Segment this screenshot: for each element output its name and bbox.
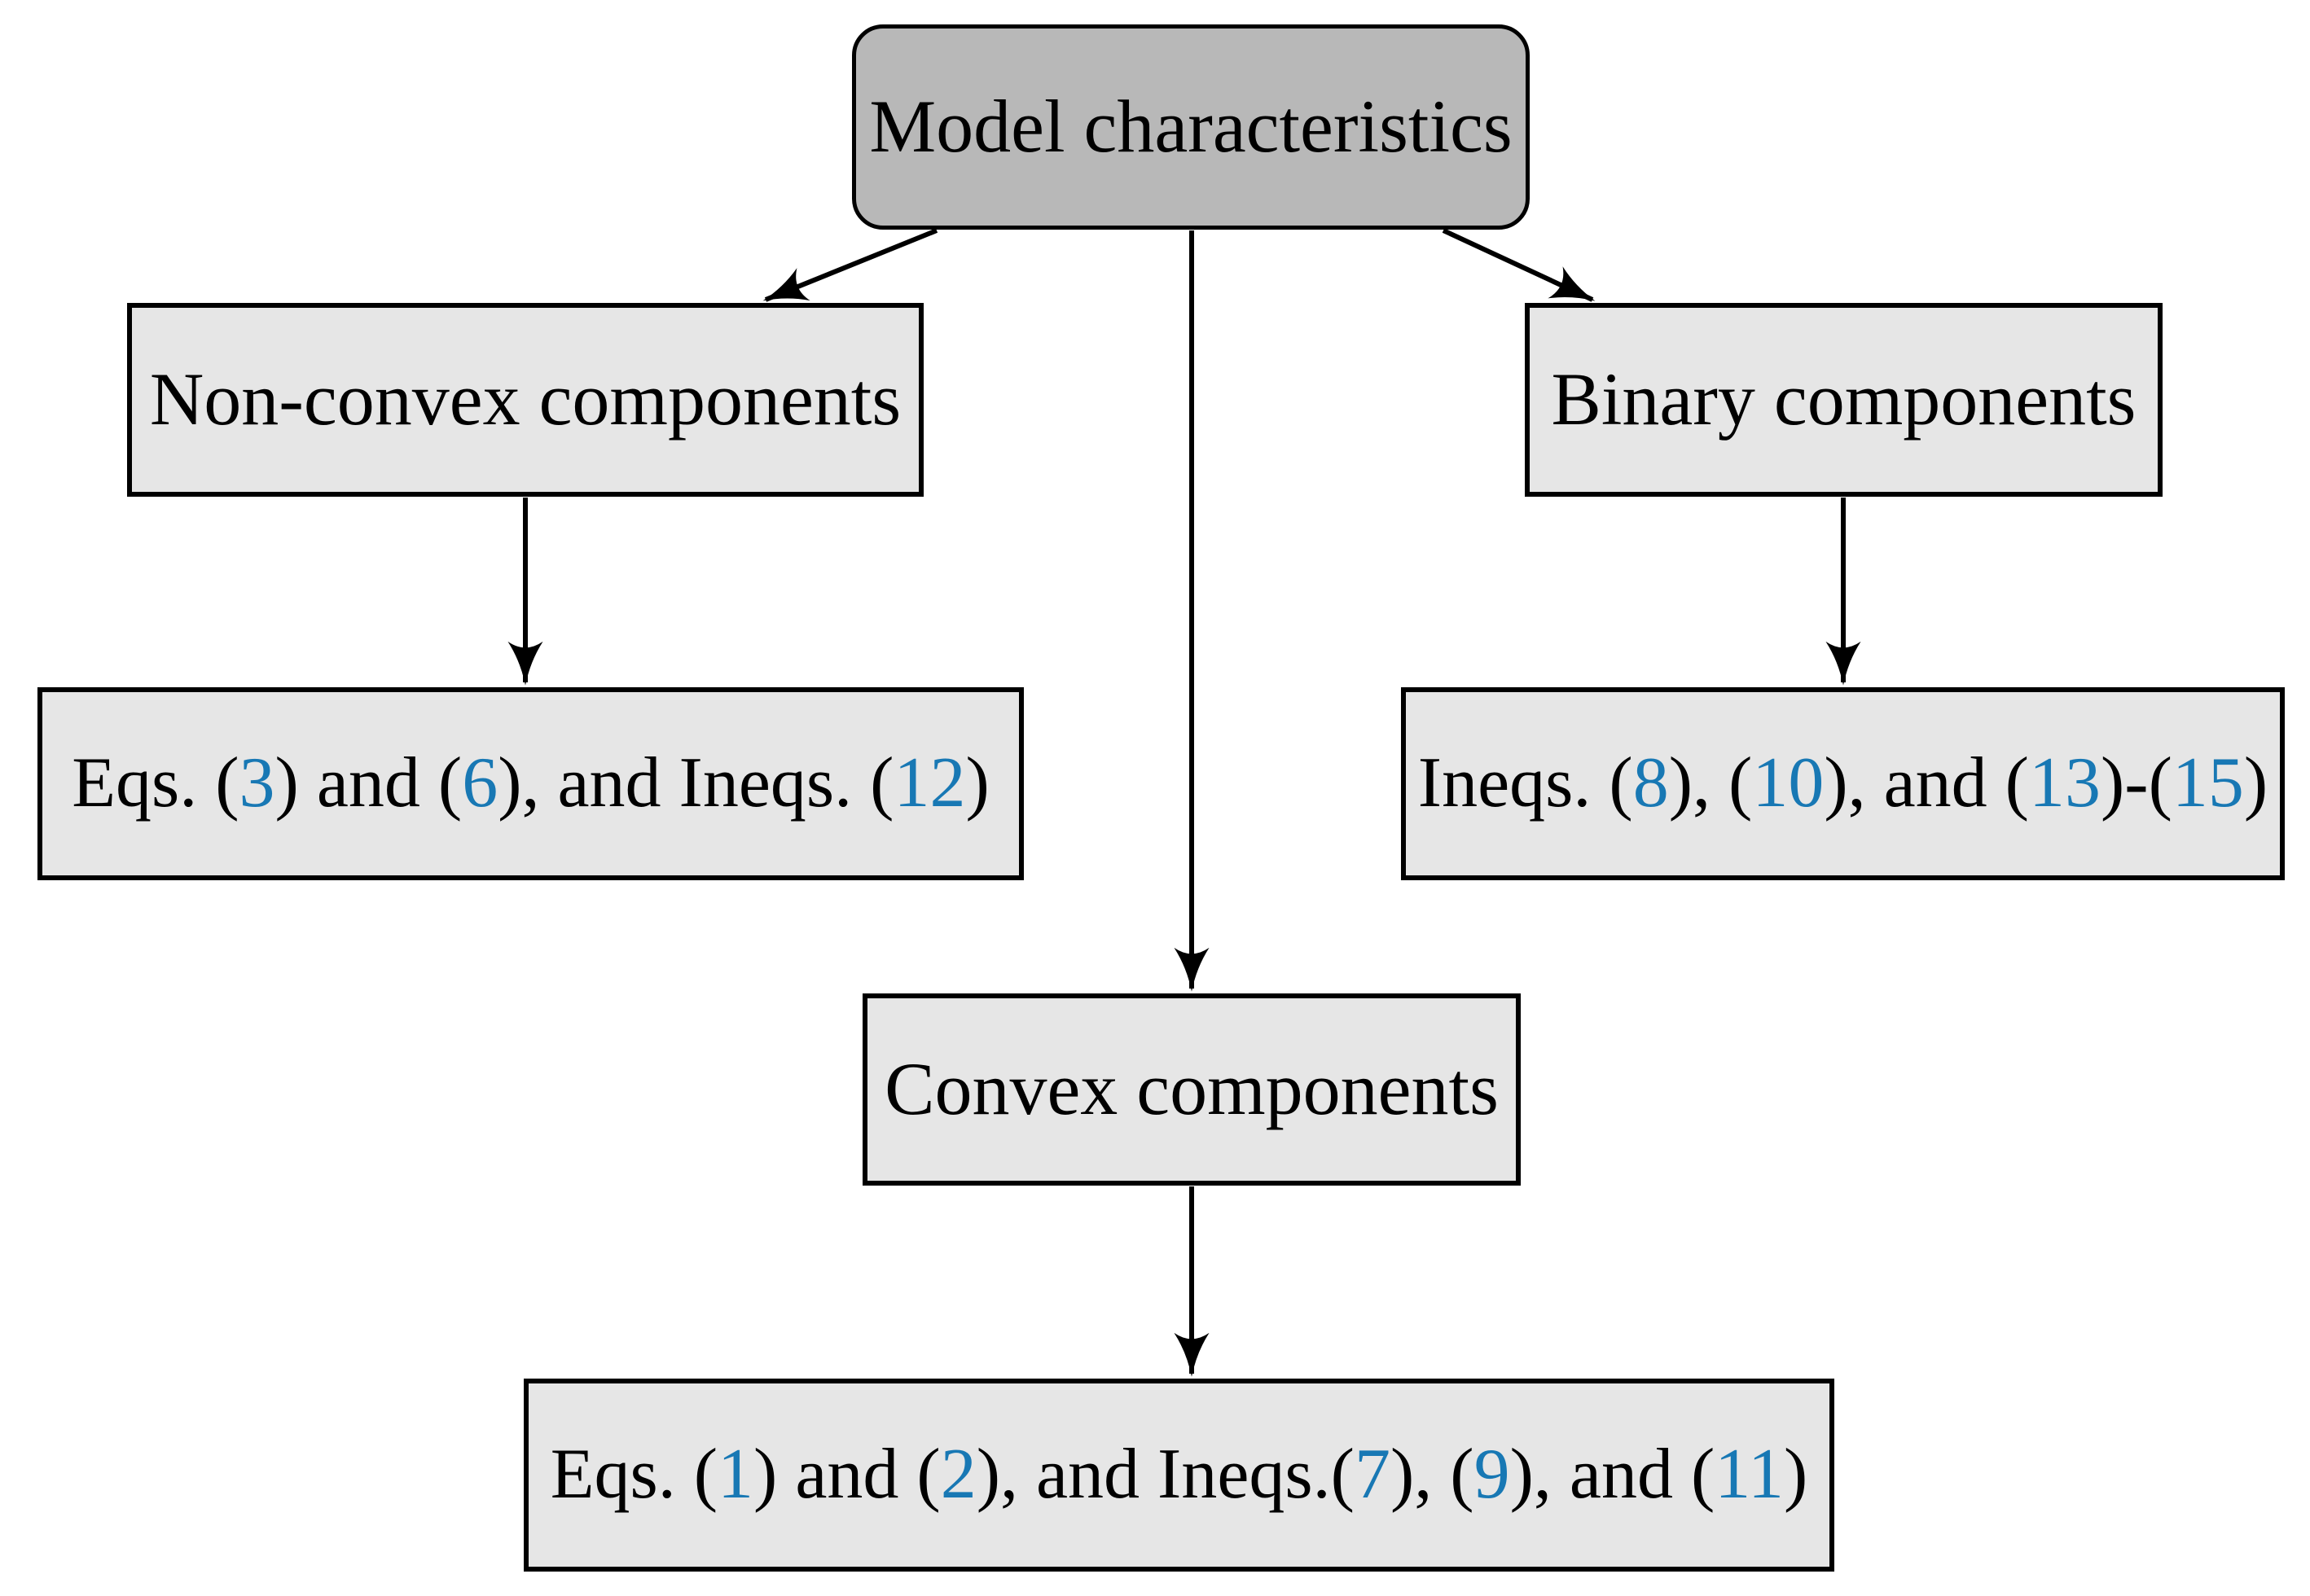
node-binary-components-label: Binary components <box>1551 357 2137 441</box>
node-nonconvex-equation-refs: Eqs. (3) and (6), and Ineqs. (12) <box>37 687 1024 880</box>
node-convex-equation-refs: Eqs. (1) and (2), and Ineqs.(7), (9), an… <box>524 1379 1834 1572</box>
node-binary-components: Binary components <box>1525 303 2163 497</box>
connector-root-to-nonconvex <box>762 228 938 302</box>
node-nonconvex-components-label: Non-convex components <box>149 357 902 441</box>
connector-root-to-binary <box>1442 228 1596 302</box>
node-convex-components-label: Convex components <box>885 1047 1499 1131</box>
node-binary-equation-refs: Ineqs. (8), (10), and (13)-(15) <box>1401 687 2285 880</box>
node-convex-components: Convex components <box>863 993 1521 1186</box>
node-nonconvex-equation-refs-label: Eqs. (3) and (6), and Ineqs. (12) <box>72 743 990 823</box>
node-convex-equation-refs-label: Eqs. (1) and (2), and Ineqs.(7), (9), an… <box>550 1435 1808 1515</box>
node-model-characteristics: Model characteristics <box>852 24 1530 230</box>
node-model-characteristics-label: Model characteristics <box>869 85 1513 169</box>
node-nonconvex-components: Non-convex components <box>127 303 924 497</box>
node-binary-equation-refs-label: Ineqs. (8), (10), and (13)-(15) <box>1417 743 2268 823</box>
